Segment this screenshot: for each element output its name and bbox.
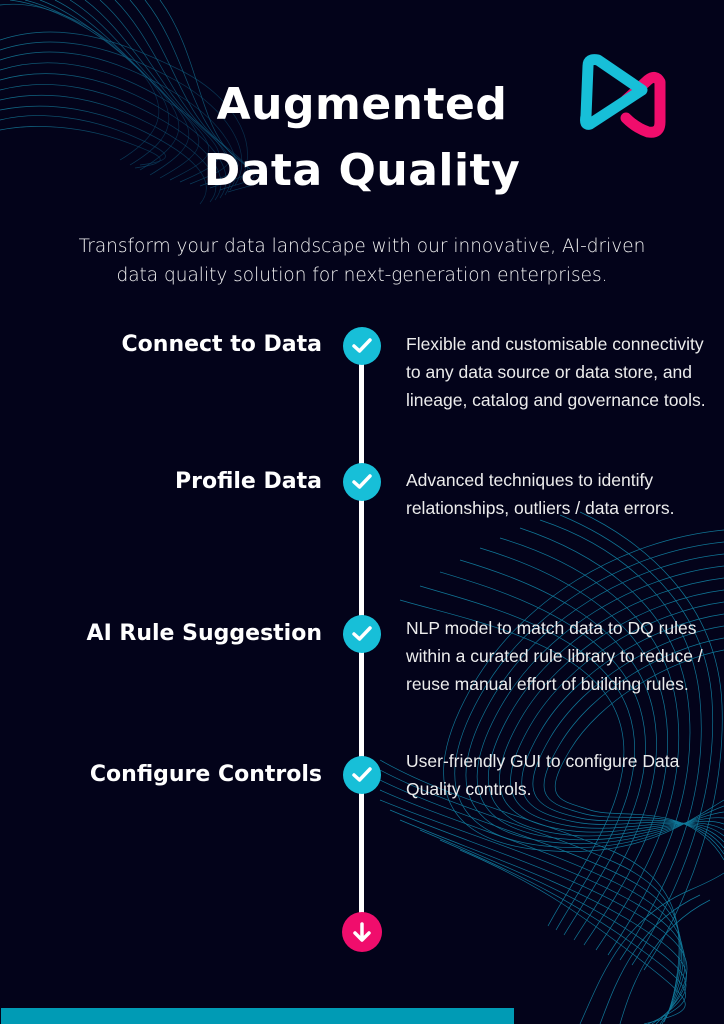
step-description: Flexible and customisable connectivity t… (406, 334, 706, 410)
check-icon (343, 327, 381, 365)
title-line-1: Augmented (216, 79, 508, 130)
step-title: Connect to Data (121, 332, 322, 357)
page-subtitle: Transform your data landscape with our i… (0, 232, 724, 290)
step-description: NLP model to match data to DQ rules with… (406, 618, 703, 694)
check-icon (343, 463, 381, 501)
step-description: User-friendly GUI to configure Data Qual… (406, 751, 680, 799)
step-title: AI Rule Suggestion (86, 621, 322, 646)
bottom-accent-bar (1, 1008, 514, 1024)
subtitle-line-2: data quality solution for next-generatio… (116, 265, 608, 286)
arrow-down-icon (342, 912, 382, 952)
brand-logo-icon (580, 54, 666, 138)
step-description: Advanced techniques to identify relation… (406, 470, 675, 518)
page-title: Augmented Data Quality (0, 72, 724, 204)
check-icon (343, 615, 381, 653)
step-title: Profile Data (175, 469, 322, 494)
subtitle-line-1: Transform your data landscape with our i… (78, 236, 646, 257)
step-title: Configure Controls (89, 762, 322, 787)
check-icon (343, 756, 381, 794)
title-line-2: Data Quality (203, 145, 521, 196)
